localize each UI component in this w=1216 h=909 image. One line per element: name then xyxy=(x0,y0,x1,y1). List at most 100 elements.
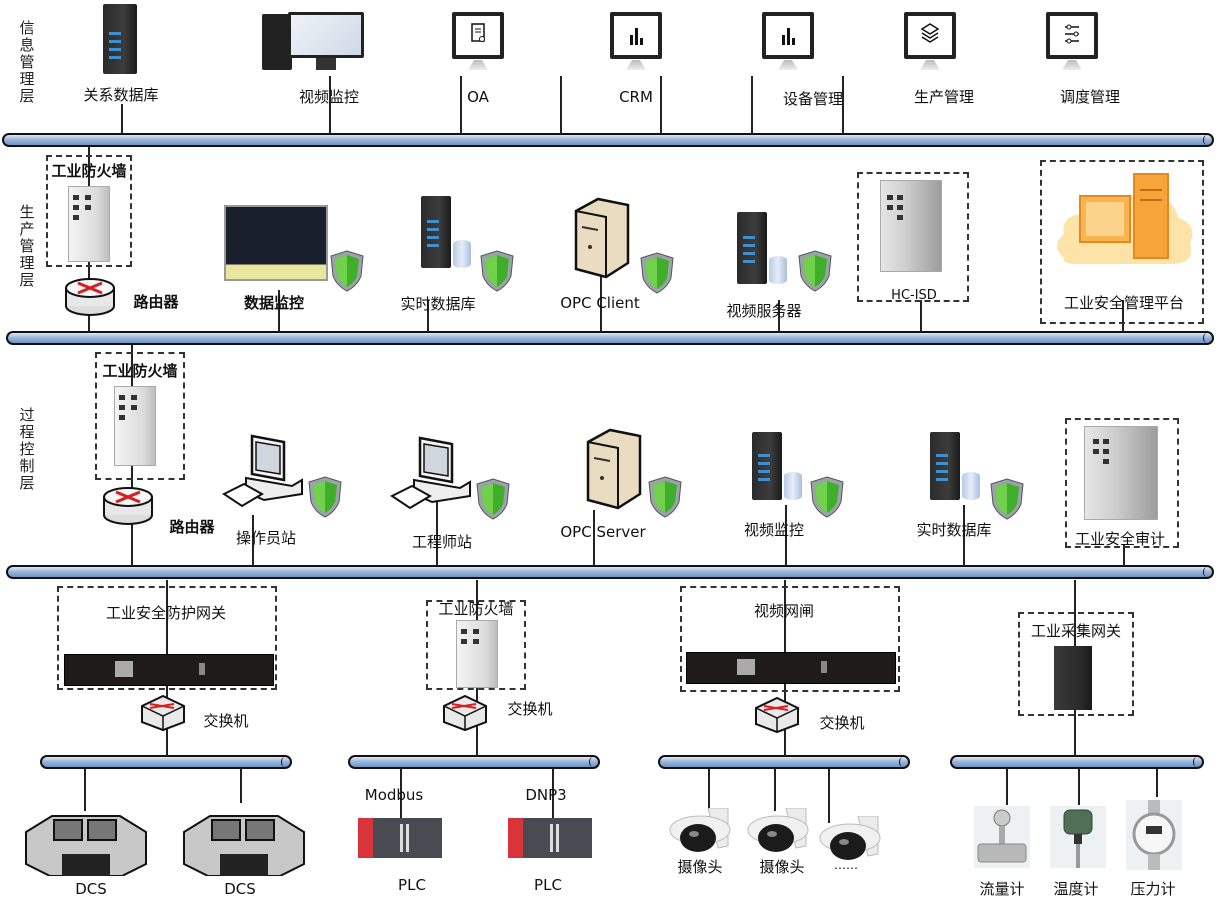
sensor-field-bus xyxy=(950,755,1204,769)
gateway-dashed-box xyxy=(680,586,900,692)
node-label: OPC Client xyxy=(560,294,640,312)
connector-line xyxy=(436,495,438,566)
gateway-label: 工业安全防护网关 xyxy=(105,604,227,622)
device-label-more: …… xyxy=(834,858,858,872)
database-icon xyxy=(453,240,471,268)
connector-line xyxy=(600,270,602,332)
gateway-label: 视频网闸 xyxy=(753,602,815,620)
monitor-stand-icon xyxy=(626,60,646,70)
node-label: 工业安全审计 xyxy=(1074,530,1166,548)
connector-line xyxy=(1122,300,1124,332)
connector-line xyxy=(963,505,965,566)
platform-dashed-box xyxy=(1040,160,1204,324)
dome-camera-icon xyxy=(819,816,881,860)
device-label: PLC xyxy=(398,876,426,894)
node-label: 操作员站 xyxy=(235,529,297,547)
layers-monitor-icon xyxy=(904,12,956,59)
monitor-stand-icon xyxy=(468,60,488,70)
connector-line xyxy=(1123,545,1125,566)
server-icon xyxy=(421,196,451,268)
node-label: 调度管理 xyxy=(1059,88,1121,106)
database-icon xyxy=(769,256,787,284)
shield-icon xyxy=(640,252,674,294)
router-label: 路由器 xyxy=(133,293,179,311)
connector-line xyxy=(427,300,429,332)
connector-line xyxy=(278,290,280,332)
node-label: 工程师站 xyxy=(411,533,473,551)
router-label: 路由器 xyxy=(169,518,215,536)
server-icon xyxy=(737,212,767,284)
connector-line xyxy=(1078,769,1080,805)
hc-isd-dashed-box xyxy=(857,172,969,302)
server-icon xyxy=(752,432,782,500)
workstation-icon xyxy=(222,434,303,508)
industrial-pc-icon xyxy=(1084,426,1158,520)
node-label: OA xyxy=(467,88,489,106)
node-label: 视频服务器 xyxy=(726,302,802,320)
camera-field-bus xyxy=(658,755,910,769)
device-label: 摄像头 xyxy=(759,858,805,876)
plc-icon xyxy=(508,818,592,858)
connector-line xyxy=(560,76,562,134)
connector-line xyxy=(252,515,254,566)
connector-line xyxy=(121,104,123,134)
node-label: 视频监控 xyxy=(743,521,805,539)
monitor-stand-icon xyxy=(1062,60,1082,70)
pressure-meter-icon xyxy=(1126,800,1182,870)
gateway-dashed-box xyxy=(1018,612,1134,716)
shield-icon xyxy=(798,250,832,292)
dcs-console-icon xyxy=(25,815,147,876)
node-label: HC-ISD xyxy=(891,288,937,303)
connector-line xyxy=(751,76,753,134)
monitor-stand-icon xyxy=(920,60,940,70)
node-label: OPC Server xyxy=(560,523,646,541)
node-label: CRM xyxy=(619,88,653,106)
connector-line xyxy=(552,769,554,829)
connector-line xyxy=(778,300,780,332)
connector-line xyxy=(660,76,662,134)
connector-line xyxy=(828,769,830,823)
video-gateway-rack-icon xyxy=(686,652,896,684)
shield-icon xyxy=(810,476,844,518)
dcs-field-bus xyxy=(40,755,292,769)
connector-line xyxy=(400,769,402,829)
shield-icon xyxy=(648,476,682,518)
device-label: DCS xyxy=(75,880,107,898)
firewall-label: 工业防火墙 xyxy=(102,362,178,380)
switch-icon xyxy=(141,694,185,732)
process-layer-bus xyxy=(6,565,1214,579)
device-label: PLC xyxy=(534,876,562,894)
industrial-pc-icon xyxy=(880,180,942,272)
clipboard-monitor-icon xyxy=(452,12,504,59)
opc-server-tower-icon xyxy=(586,428,642,510)
decorative-part xyxy=(316,58,336,70)
temperature-meter-icon xyxy=(1050,806,1106,868)
device-label: 流量计 xyxy=(979,880,1025,898)
gateway-label: 工业采集网关 xyxy=(1030,622,1122,640)
dcs-console-icon xyxy=(183,815,305,876)
layer-label-process: 过程控制层 xyxy=(19,406,35,492)
desktop-computer-icon xyxy=(288,12,364,58)
connector-line xyxy=(842,76,844,134)
connector-line xyxy=(593,510,595,566)
server-icon xyxy=(930,432,960,500)
firewall-dashed-box xyxy=(95,352,185,480)
dome-camera-icon xyxy=(669,808,731,852)
database-icon xyxy=(784,472,802,500)
firewall-icon xyxy=(456,620,498,688)
node-label: 视频监控 xyxy=(298,88,360,106)
device-label: 压力计 xyxy=(1130,880,1176,898)
opc-server-tower-icon xyxy=(574,197,630,279)
node-label: 数据监控 xyxy=(243,294,305,312)
gateway-dashed-box xyxy=(57,586,277,690)
firewall-label: 工业防火墙 xyxy=(51,162,127,180)
workstation-icon xyxy=(390,436,471,510)
node-label: 实时数据库 xyxy=(916,521,992,539)
connector-line xyxy=(1156,769,1158,797)
desktop-tower-icon xyxy=(262,14,292,70)
switch-icon xyxy=(443,694,487,732)
gateway-label: 工业防火墙 xyxy=(438,600,514,618)
layer-label-production: 生产管理层 xyxy=(19,203,35,289)
connector-line xyxy=(785,505,787,566)
audit-dashed-box xyxy=(1065,418,1179,548)
